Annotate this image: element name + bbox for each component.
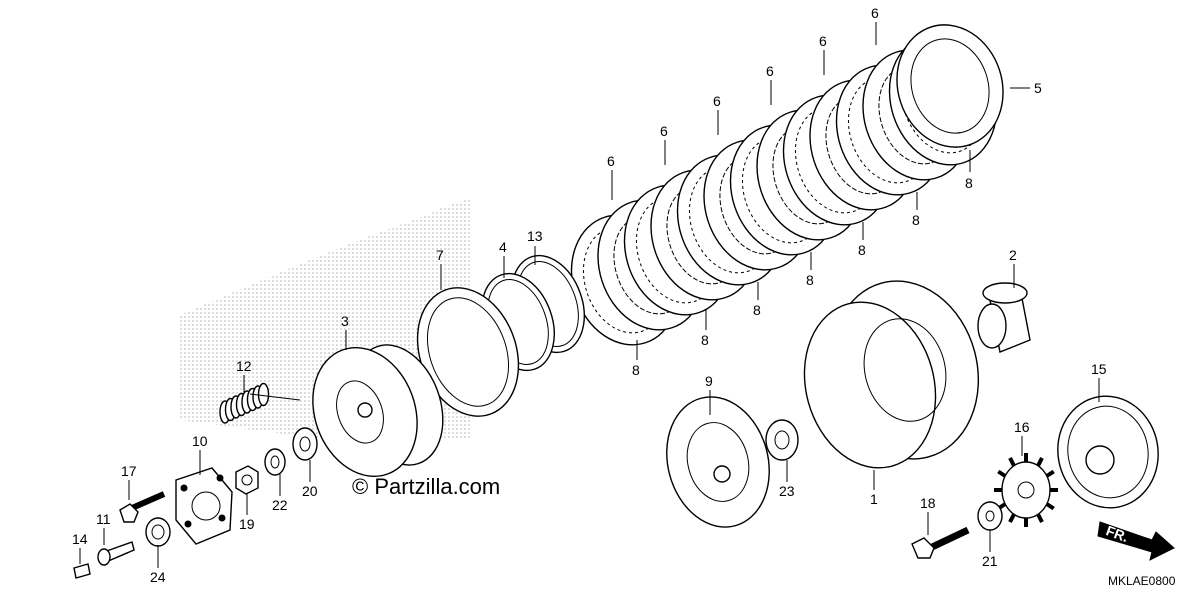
callout-6: 6 [607, 153, 615, 169]
callout-labels: 6 6 6 6 6 6 6 5 8 8 8 8 8 8 8 13 4 7 2 3… [72, 5, 1107, 585]
part-14-pin [73, 563, 91, 579]
callout-8: 8 [701, 332, 709, 348]
part-24-bearing [145, 517, 171, 547]
part-15-gear [1057, 395, 1159, 509]
sprocket-tooth [1008, 513, 1016, 523]
diagram-code: MKLAE0800 [1108, 574, 1176, 588]
callout-17: 17 [121, 463, 137, 479]
callout-8: 8 [753, 302, 761, 318]
callout-19: 19 [239, 516, 255, 532]
callout-14: 14 [72, 531, 88, 547]
part-5-friction-disc [896, 24, 1004, 148]
callout-7: 7 [436, 247, 444, 263]
callout-3: 3 [341, 313, 349, 329]
callout-21: 21 [982, 553, 998, 569]
part-22-washer [264, 448, 286, 476]
clutch-plate-stack [570, 34, 998, 346]
callout-11: 11 [96, 511, 111, 527]
callout-6: 6 [713, 93, 721, 109]
part-11-pin [97, 541, 135, 566]
callout-9: 9 [705, 373, 713, 389]
callout-15: 15 [1091, 361, 1107, 377]
callout-8: 8 [912, 212, 920, 228]
part-10-lifter-plate [175, 467, 233, 545]
callout-6: 6 [819, 33, 827, 49]
callout-6: 6 [871, 5, 879, 21]
part-16-sprocket [994, 453, 1058, 527]
sprocket-body [1001, 461, 1051, 519]
callout-8: 8 [965, 175, 973, 191]
sprocket-tooth [1045, 469, 1055, 478]
callout-2: 2 [1009, 247, 1017, 263]
leader-lines [79, 22, 1100, 568]
callout-5: 5 [1034, 80, 1042, 96]
callout-6: 6 [660, 123, 668, 139]
callout-6: 6 [766, 63, 774, 79]
part-12-spring [219, 382, 270, 424]
part-2-collar [977, 282, 1031, 353]
part-9-clutch-center [666, 396, 770, 528]
sprocket-tooth [1036, 513, 1044, 523]
callout-10: 10 [192, 433, 208, 449]
callout-18: 18 [920, 495, 936, 511]
callout-23: 23 [779, 483, 795, 499]
callout-13: 13 [527, 228, 543, 244]
callout-16: 16 [1014, 419, 1030, 435]
part-20-washer [292, 427, 318, 461]
watermark: © Partzilla.com [352, 474, 500, 499]
front-indicator-label: FR. [1104, 522, 1131, 545]
part-3-pressure-plate [312, 344, 444, 478]
spring-coil [257, 382, 270, 407]
front-direction-arrow: FR. [1097, 521, 1175, 561]
sprocket-hole [1017, 481, 1035, 499]
callout-1: 1 [870, 491, 878, 507]
callout-8: 8 [806, 272, 814, 288]
callout-4: 4 [499, 239, 507, 255]
sprocket-tooth [1036, 457, 1044, 467]
callout-12: 12 [236, 358, 252, 374]
sprocket-tooth [1045, 502, 1055, 511]
callout-24: 24 [150, 569, 166, 585]
part-17-bolt [119, 491, 166, 523]
part-1-clutch-outer [803, 280, 980, 469]
callout-22: 22 [272, 497, 288, 513]
sprocket-tooth [1008, 457, 1016, 467]
callout-8: 8 [858, 242, 866, 258]
callout-20: 20 [302, 483, 318, 499]
sprocket-tooth [997, 469, 1007, 478]
part-19-nut [235, 465, 259, 495]
part-21-washer [977, 501, 1003, 531]
part-23-washer [765, 419, 799, 461]
part-18-bolt [911, 526, 970, 559]
callout-8: 8 [632, 362, 640, 378]
